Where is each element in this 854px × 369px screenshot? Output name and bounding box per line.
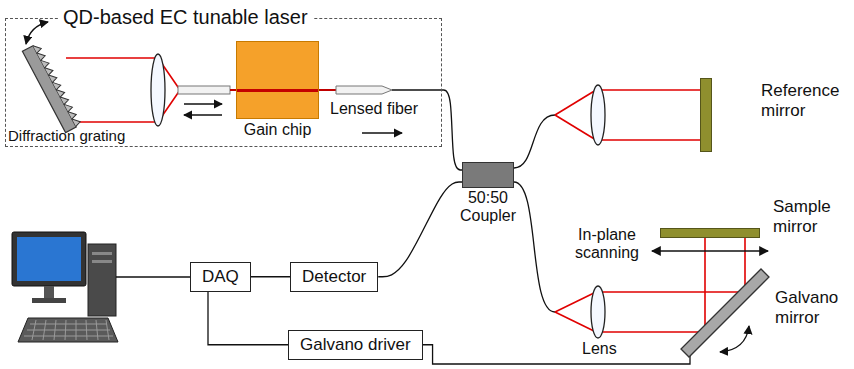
computer-icon (32, 320, 36, 340)
computer-icon (86, 320, 87, 340)
computer-icon (106, 320, 109, 340)
diffraction-grating (22, 43, 81, 133)
computer-icon (24, 336, 113, 337)
fiber (514, 182, 555, 312)
part-label: Lensed fiber (330, 100, 418, 118)
reference-beam (555, 115, 596, 140)
reference-beam (591, 85, 605, 145)
reference-beam (555, 85, 700, 145)
computer-icon (116, 276, 190, 277)
scan-arrow (652, 251, 768, 252)
node-label: DAQ (202, 267, 239, 287)
computer-icon (24, 320, 113, 340)
node-label: Reference mirror (761, 81, 851, 120)
sample-beam (598, 291, 745, 293)
computer-icon (30, 324, 107, 325)
group-title: QD-based EC tunable laser (58, 6, 313, 29)
computer-icon (43, 320, 46, 340)
computer-icon (12, 232, 190, 342)
output-arrow (362, 132, 402, 133)
node-label: Galvano mirror (775, 288, 851, 327)
sample-beam (704, 238, 706, 332)
computer-icon (18, 318, 118, 342)
computer-icon (92, 260, 112, 263)
node-label: 50:50 Coupler (453, 189, 523, 226)
direction-arrows (184, 103, 222, 104)
process-box: Detector (290, 262, 378, 292)
diffraction-grating (22, 46, 76, 133)
computer-icon (92, 252, 112, 255)
signal-line (378, 182, 462, 277)
reference-beam (598, 139, 700, 141)
node-label: Detector (302, 267, 366, 287)
lens (151, 54, 165, 126)
rotation-arrow (720, 326, 749, 352)
grating-beam (66, 57, 156, 59)
rotation-arrow (26, 22, 48, 44)
diffraction-grating (33, 43, 81, 126)
process-box: Galvano driver (288, 330, 423, 360)
computer-icon (96, 320, 98, 340)
reference-beam (598, 89, 700, 91)
signal-line (251, 276, 290, 277)
part-label: Lens (582, 340, 617, 358)
fiber-tube (178, 86, 230, 94)
signal-line (208, 292, 288, 345)
sample-beam (591, 286, 605, 338)
component: Reference mirror (700, 78, 712, 152)
direction-arrows (184, 104, 222, 115)
sample-beam (555, 292, 596, 312)
fiber (514, 115, 555, 168)
node-label: Galvano driver (300, 335, 411, 355)
signal-line (423, 345, 690, 364)
computer-icon (88, 244, 116, 316)
process-box: DAQ (190, 262, 251, 292)
direction-arrows (184, 114, 222, 115)
computer-icon (32, 298, 66, 303)
fiber-tube (178, 86, 230, 94)
lensed-fiber (336, 86, 392, 94)
lensed-fiber (336, 86, 442, 94)
computer-icon (27, 330, 110, 331)
output-arrow (362, 133, 402, 134)
part-label: In-plane scanning (563, 226, 651, 263)
sample-beam (598, 331, 705, 333)
sample-beam (555, 312, 596, 332)
part-label: Diffraction grating (8, 127, 125, 144)
node-label: Gain chip (244, 121, 312, 139)
lensed-fiber (392, 89, 442, 90)
computer-icon (76, 320, 77, 340)
computer-icon (17, 237, 81, 281)
computer-icon (44, 286, 54, 298)
scan-arrow (652, 250, 768, 251)
computer-icon (12, 232, 86, 286)
component: 50:50 Coupler (462, 162, 514, 188)
component: Gain chip (236, 41, 319, 119)
component: Sample mirror (660, 228, 760, 238)
mirror-surface (681, 269, 769, 357)
rotation-arrow (720, 326, 749, 352)
node-label: Sample mirror (773, 197, 848, 236)
computer-icon (54, 320, 56, 340)
computer-icon (65, 320, 66, 340)
mirror-shape (675, 262, 775, 356)
signal-line (442, 90, 462, 170)
reference-beam (555, 90, 596, 115)
fiber (514, 115, 555, 312)
lens (151, 54, 165, 126)
rotation-arrow (26, 22, 48, 44)
galvo-mirror: Galvano mirror (675, 262, 775, 356)
